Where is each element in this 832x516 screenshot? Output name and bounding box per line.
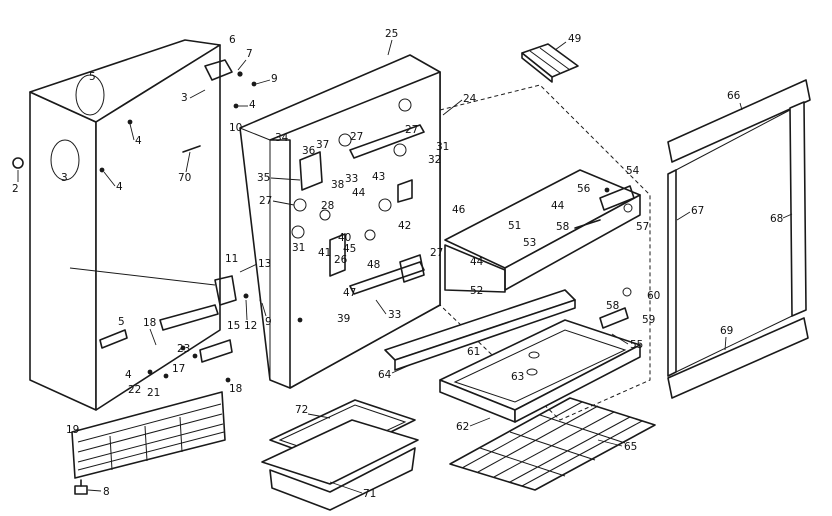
callout-65: 65 — [624, 441, 637, 453]
right-hinge-parts — [574, 185, 635, 329]
callout-5-upper: 5 — [89, 71, 96, 83]
callout-27-left: 27 — [259, 195, 272, 207]
callout-27-right: 27 — [430, 247, 443, 259]
callout-4-upper: 4 — [249, 99, 256, 111]
callout-44-lower: 44 — [470, 256, 484, 268]
callout-12: 12 — [244, 320, 257, 332]
callout-56: 56 — [577, 183, 591, 195]
callout-68: 68 — [770, 213, 783, 225]
callout-71: 71 — [363, 488, 376, 500]
callout-5-lower: 5 — [118, 316, 125, 328]
callout-3-lower: 3 — [61, 172, 68, 184]
freezer-compartment-wall — [439, 84, 651, 421]
callout-58-lower: 58 — [606, 300, 619, 312]
callout-33-lower: 33 — [388, 309, 401, 321]
callout-72: 72 — [295, 404, 308, 416]
callout-57: 57 — [636, 221, 649, 233]
callout-67: 67 — [691, 205, 704, 217]
callout-27-top: 27 — [350, 131, 363, 143]
callout-25: 25 — [385, 28, 398, 40]
callout-64: 64 — [378, 369, 392, 381]
callout-58-upper: 58 — [556, 221, 569, 233]
callout-44-center: 44 — [551, 200, 565, 212]
callout-22: 22 — [128, 384, 141, 396]
callout-9-lower: 9 — [265, 316, 272, 328]
callout-46: 46 — [452, 204, 466, 216]
callout-51: 51 — [508, 220, 521, 232]
callout-18-right: 18 — [229, 383, 242, 395]
fresh-food-liner — [239, 54, 441, 389]
callout-39: 39 — [337, 313, 350, 325]
callout-55: 55 — [630, 339, 643, 351]
callout-42: 42 — [398, 220, 411, 232]
callout-35: 35 — [257, 172, 270, 184]
callout-37: 37 — [316, 139, 329, 151]
callout-34: 34 — [275, 132, 289, 144]
callout-21: 21 — [147, 387, 160, 399]
callout-31-left: 31 — [292, 242, 305, 254]
callout-23: 23 — [177, 343, 190, 355]
callout-60: 60 — [647, 290, 660, 302]
callout-labels: 6 7 9 3 4 10 5 4 2 3 4 70 11 13 9 12 15 … — [12, 28, 793, 500]
callout-61: 61 — [467, 346, 480, 358]
callout-66: 66 — [727, 90, 741, 102]
base-grille — [71, 391, 226, 479]
callout-47: 47 — [343, 287, 356, 299]
callout-40: 40 — [338, 232, 351, 244]
callout-36: 36 — [302, 145, 316, 157]
callout-8: 8 — [103, 486, 110, 498]
callout-11: 11 — [225, 253, 238, 265]
callout-4-lower: 4 — [125, 369, 132, 381]
crisper-pan — [439, 319, 641, 423]
callout-15: 15 — [227, 320, 240, 332]
side-screw — [12, 157, 24, 169]
callout-48: 48 — [367, 259, 380, 271]
callout-49: 49 — [568, 33, 581, 45]
callout-26: 26 — [334, 254, 348, 266]
callout-44-liner: 44 — [352, 187, 366, 199]
callout-3-upper: 3 — [181, 92, 188, 104]
callout-33-upper: 33 — [345, 173, 358, 185]
cabinet-outer-shell — [29, 39, 221, 411]
callout-2: 2 — [12, 183, 19, 195]
callout-4-mid: 4 — [135, 135, 142, 147]
callout-13: 13 — [258, 258, 271, 270]
callout-7: 7 — [246, 48, 253, 60]
callout-24: 24 — [463, 93, 477, 105]
callout-43: 43 — [372, 171, 385, 183]
callout-54: 54 — [626, 165, 640, 177]
callout-4-side: 4 — [116, 181, 123, 193]
callout-69: 69 — [720, 325, 733, 337]
callout-52: 52 — [470, 285, 483, 297]
callout-38: 38 — [331, 179, 344, 191]
callout-53: 53 — [523, 237, 536, 249]
callout-10: 10 — [229, 122, 242, 134]
callout-70: 70 — [178, 172, 191, 184]
door-gasket — [667, 79, 811, 399]
callout-17: 17 — [172, 363, 185, 375]
callout-9-upper: 9 — [271, 73, 278, 85]
leveling-foot — [74, 479, 88, 495]
callout-32: 32 — [428, 154, 441, 166]
callout-28: 28 — [321, 200, 334, 212]
mullion-divider — [384, 289, 576, 371]
callout-27-upper-right: 27 — [405, 124, 418, 136]
callout-41: 41 — [318, 247, 331, 259]
wire-shelf — [449, 397, 656, 491]
top-hinge-assembly — [99, 59, 257, 173]
ice-tray — [521, 43, 579, 83]
callout-6: 6 — [229, 34, 236, 46]
callout-59: 59 — [642, 314, 655, 326]
callout-62: 62 — [456, 421, 469, 433]
storage-pan — [261, 419, 419, 511]
callout-45: 45 — [343, 243, 356, 255]
callout-18-left: 18 — [143, 317, 156, 329]
callout-19: 19 — [66, 424, 79, 436]
callout-31-right: 31 — [436, 141, 449, 153]
callout-63: 63 — [511, 371, 524, 383]
